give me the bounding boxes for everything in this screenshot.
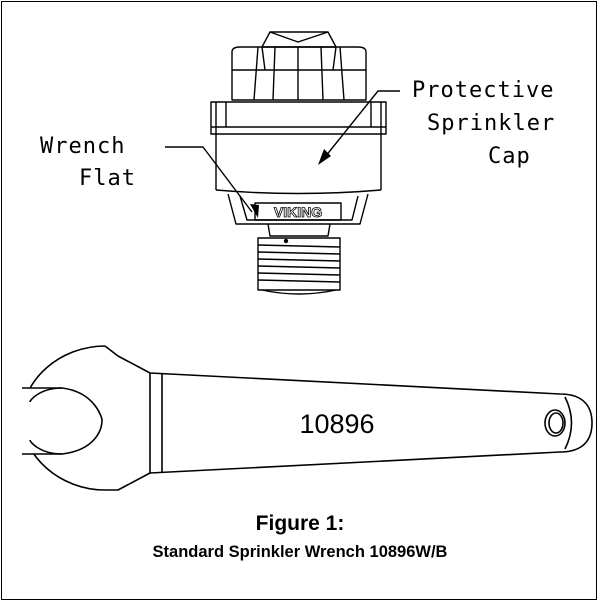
cap-arrowhead <box>318 149 331 165</box>
figure-subtitle: Standard Sprinkler Wrench 10896W/B <box>152 543 448 561</box>
label-flat: Flat <box>79 166 136 191</box>
wrench-flat-arrowhead <box>250 204 259 218</box>
sprinkler-wrench <box>18 345 593 491</box>
wrench-part-number: 10896 <box>299 409 374 439</box>
protective-sprinkler-cap <box>210 31 387 195</box>
viking-brand-mark: VIKING <box>274 204 322 220</box>
label-cap: Cap <box>488 144 531 169</box>
label-protective: Protective <box>412 78 555 103</box>
leader-lines <box>165 90 400 213</box>
label-sprinkler: Sprinkler <box>427 111 556 136</box>
figure-title: Figure 1: <box>255 512 345 535</box>
label-wrench: Wrench <box>40 134 126 159</box>
